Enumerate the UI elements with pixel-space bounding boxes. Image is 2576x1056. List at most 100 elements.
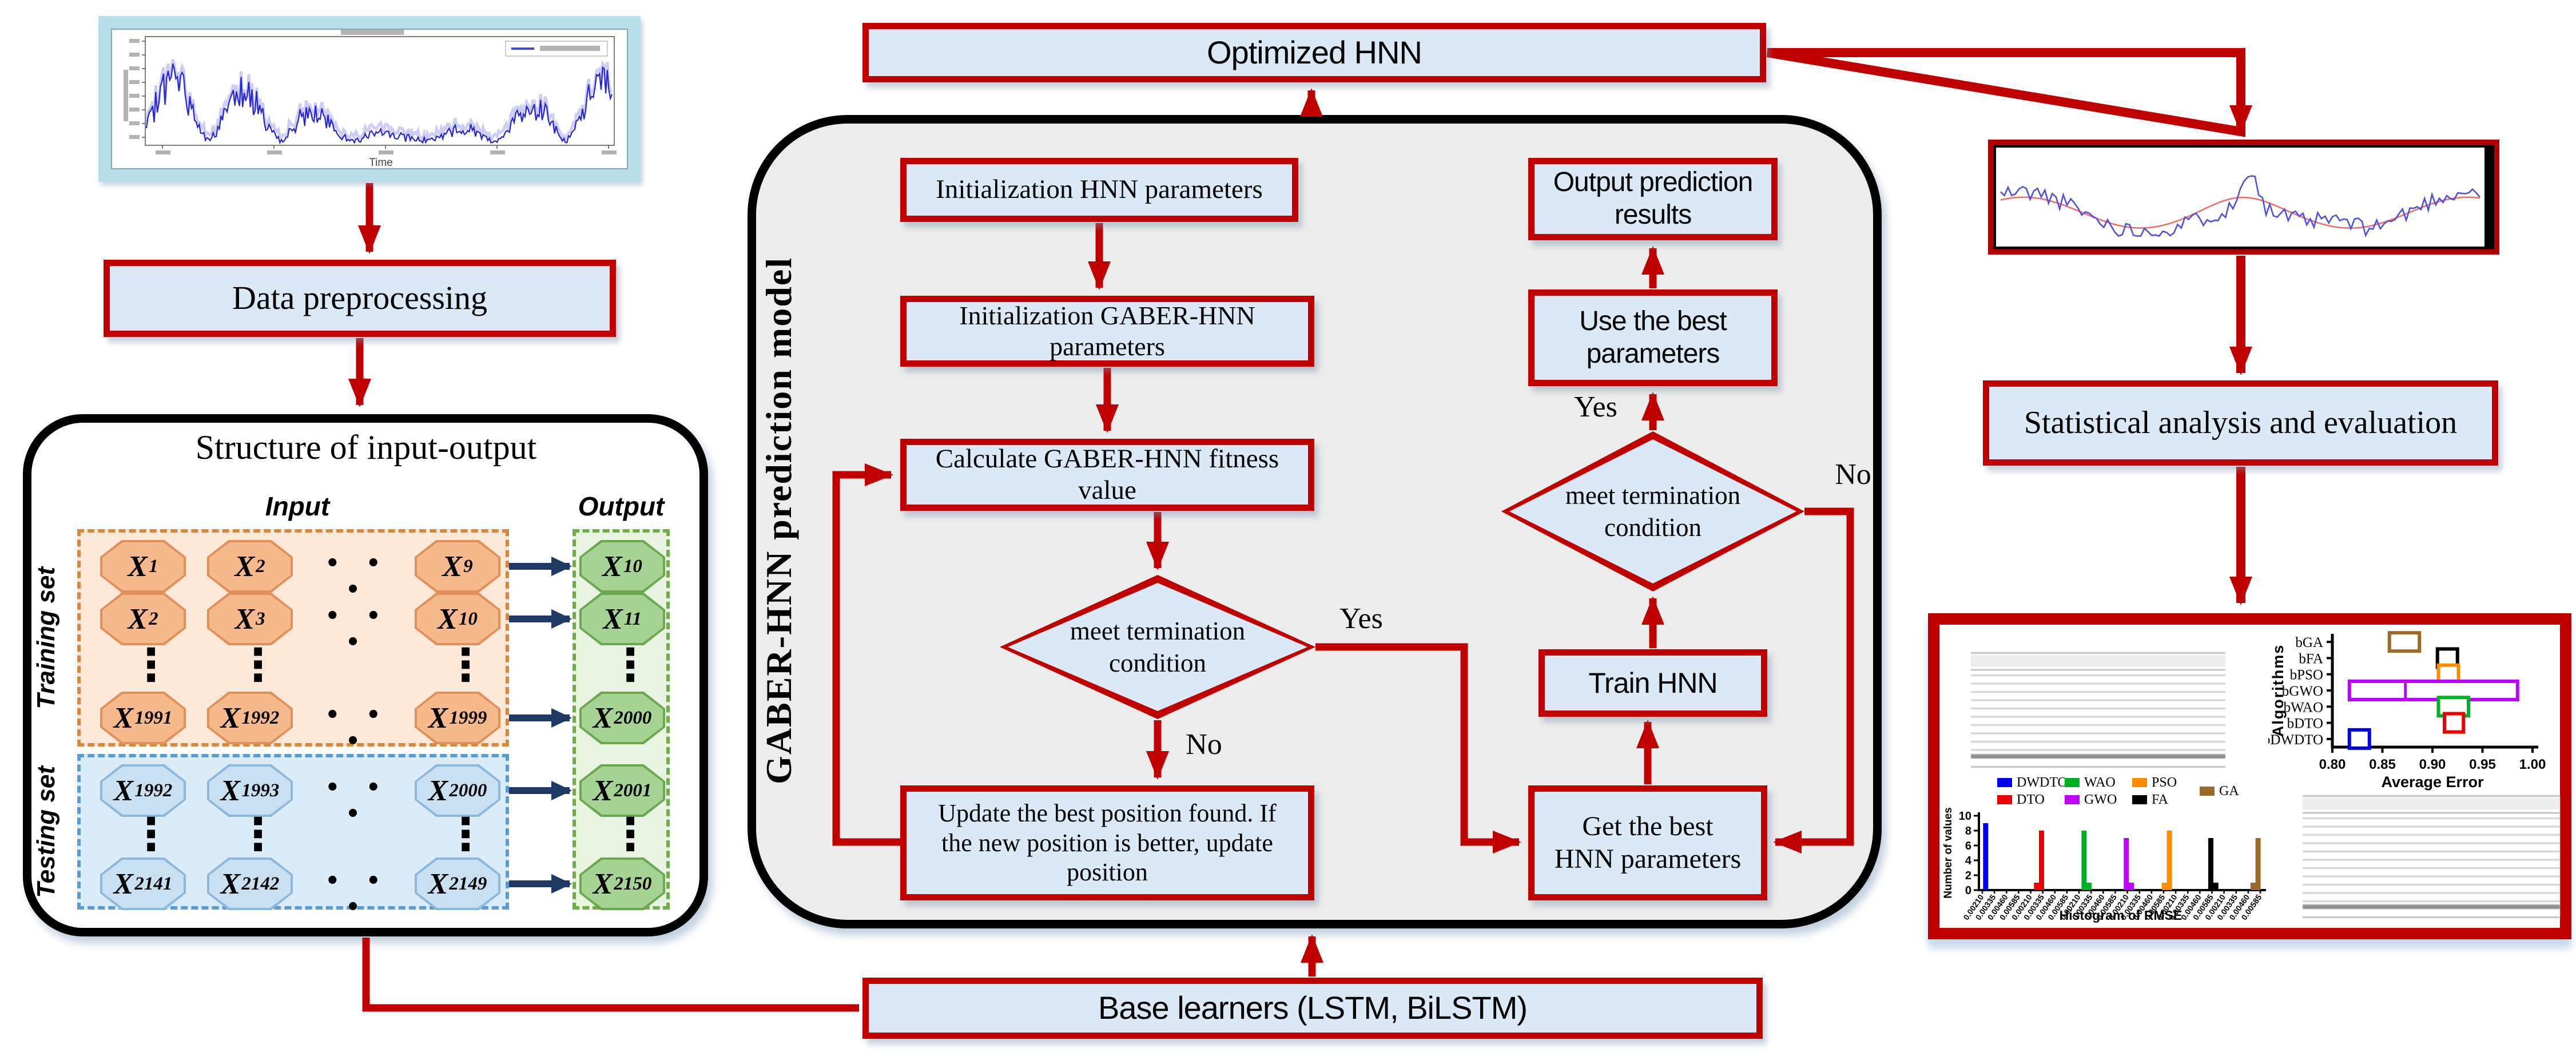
svg-text:WAO: WAO <box>2084 776 2116 790</box>
prediction-vs-actual-chart <box>2000 175 2480 238</box>
svg-text:PSO: PSO <box>2152 776 2177 790</box>
connector-structure-to-baselearners <box>362 938 859 1012</box>
svg-text:Average Error: Average Error <box>2381 773 2484 791</box>
prediction-vs-actual-plot <box>1988 140 2499 255</box>
svg-text:Algorithms: Algorithms <box>2269 644 2287 737</box>
base-learners-label: Base learners (LSTM, BiLSTM) <box>1098 990 1528 1026</box>
raw-series-chart: Time <box>124 30 617 168</box>
metrics-table <box>1971 652 2225 768</box>
structure-title: Structure of input-output <box>195 428 537 466</box>
base-learners-step: Base learners (LSTM, BiLSTM) <box>862 978 1763 1039</box>
get-best-parameters-step: Get the best HNN parameters <box>1528 785 1767 900</box>
svg-text:0.85: 0.85 <box>2369 757 2396 772</box>
train-hnn-step: Train HNN <box>1539 649 1767 717</box>
use-best-parameters-label: Use the best parameters <box>1579 305 1727 369</box>
init-gaber-label: Initialization GABER-HNN parameters <box>959 300 1255 361</box>
ellipsis-horizontal: • • • <box>325 868 390 920</box>
input-column-label: Input <box>265 491 330 521</box>
raw-series-xlabel: Time <box>369 157 393 168</box>
gaber-hnn-model-title: GABER-HNN prediction model <box>758 257 799 784</box>
svg-text:bGA: bGA <box>2295 635 2323 650</box>
no-label: No <box>1186 728 1222 761</box>
svg-text:FA: FA <box>2152 792 2169 807</box>
svg-text:4: 4 <box>1965 855 1972 867</box>
raw-series-plot: Time <box>98 16 641 182</box>
svg-text:bDTO: bDTO <box>2287 716 2323 732</box>
svg-text:0: 0 <box>1965 884 1971 897</box>
svg-text:Number of values: Number of values <box>1942 807 1954 898</box>
init-hnn-label: Initialization HNN parameters <box>936 174 1263 205</box>
svg-text:GA: GA <box>2219 784 2239 799</box>
rmse-histogram: DWDTODTOWAOGWOPSOFAGA02468100.002100.003… <box>1942 776 2266 923</box>
svg-text:DTO: DTO <box>2017 792 2045 807</box>
termination-decision-1: meet termination condition <box>1000 575 1315 719</box>
yes-label: Yes <box>1574 391 1617 423</box>
statistical-analysis-step: Statistical analysis and evaluation <box>1983 380 2498 466</box>
optimized-hnn-step: Optimized HNN <box>862 23 1766 82</box>
svg-text:GWO: GWO <box>2084 792 2117 807</box>
svg-text:0.90: 0.90 <box>2419 757 2446 772</box>
svg-text:Histogram of RMSE: Histogram of RMSE <box>2060 908 2183 923</box>
get-best-parameters-label: Get the best HNN parameters <box>1554 811 1742 874</box>
calc-fitness-label: Calculate GABER-HNN fitness value <box>935 443 1279 505</box>
ellipsis-vertical: ⋮ <box>443 809 488 860</box>
data-preprocessing-step: Data preprocessing <box>104 260 616 337</box>
svg-text:10: 10 <box>1959 810 1971 823</box>
yes-label: Yes <box>1339 602 1383 635</box>
svg-text:bDWDTO: bDWDTO <box>2268 732 2323 748</box>
ellipsis-vertical: ⋮ <box>608 809 653 860</box>
data-preprocessing-label: Data preprocessing <box>232 279 488 317</box>
statistical-analysis-label: Statistical analysis and evaluation <box>2024 405 2458 441</box>
svg-text:1.00: 1.00 <box>2519 757 2546 772</box>
output-column-label: Output <box>578 491 665 521</box>
ellipsis-vertical: ⋮ <box>608 640 653 691</box>
update-position-label: Update the best position found. If the n… <box>938 799 1277 887</box>
metrics-table <box>2303 795 2560 918</box>
optimized-hnn-label: Optimized HNN <box>1207 34 1422 70</box>
ellipsis-vertical: ⋮ <box>443 640 488 691</box>
ellipsis-horizontal: • • • <box>325 603 390 656</box>
use-best-parameters-step: Use the best parameters <box>1528 289 1778 386</box>
ellipsis-vertical: ⋮ <box>236 640 280 691</box>
svg-text:DWDTO: DWDTO <box>2017 776 2068 790</box>
svg-text:8: 8 <box>1965 825 1971 837</box>
svg-text:0.95: 0.95 <box>2469 757 2496 772</box>
prediction-vs-actual-area <box>1993 145 2494 249</box>
training-set-label: Training set <box>32 566 60 709</box>
svg-text:bGWO: bGWO <box>2282 684 2323 699</box>
raw-series-plot-area: Time <box>111 29 628 169</box>
svg-text:bWAO: bWAO <box>2284 700 2323 715</box>
svg-text:2: 2 <box>1965 870 1971 882</box>
ellipsis-vertical: ⋮ <box>236 809 280 860</box>
ellipsis-horizontal: • • • <box>325 550 390 603</box>
calc-fitness-step: Calculate GABER-HNN fitness value <box>900 439 1314 511</box>
termination-decision-2: meet termination condition <box>1501 431 1804 591</box>
ellipsis-vertical: ⋮ <box>129 809 173 860</box>
update-position-step: Update the best position found. If the n… <box>900 785 1314 900</box>
termination-decision-1-label: meet termination condition <box>1070 616 1246 677</box>
init-gaber-step: Initialization GABER-HNN parameters <box>900 296 1314 367</box>
svg-text:bPSO: bPSO <box>2290 668 2323 683</box>
connector-update-loop-to-calc <box>832 463 901 846</box>
ellipsis-horizontal: • • • <box>325 775 390 827</box>
svg-text:0.80: 0.80 <box>2319 757 2346 772</box>
